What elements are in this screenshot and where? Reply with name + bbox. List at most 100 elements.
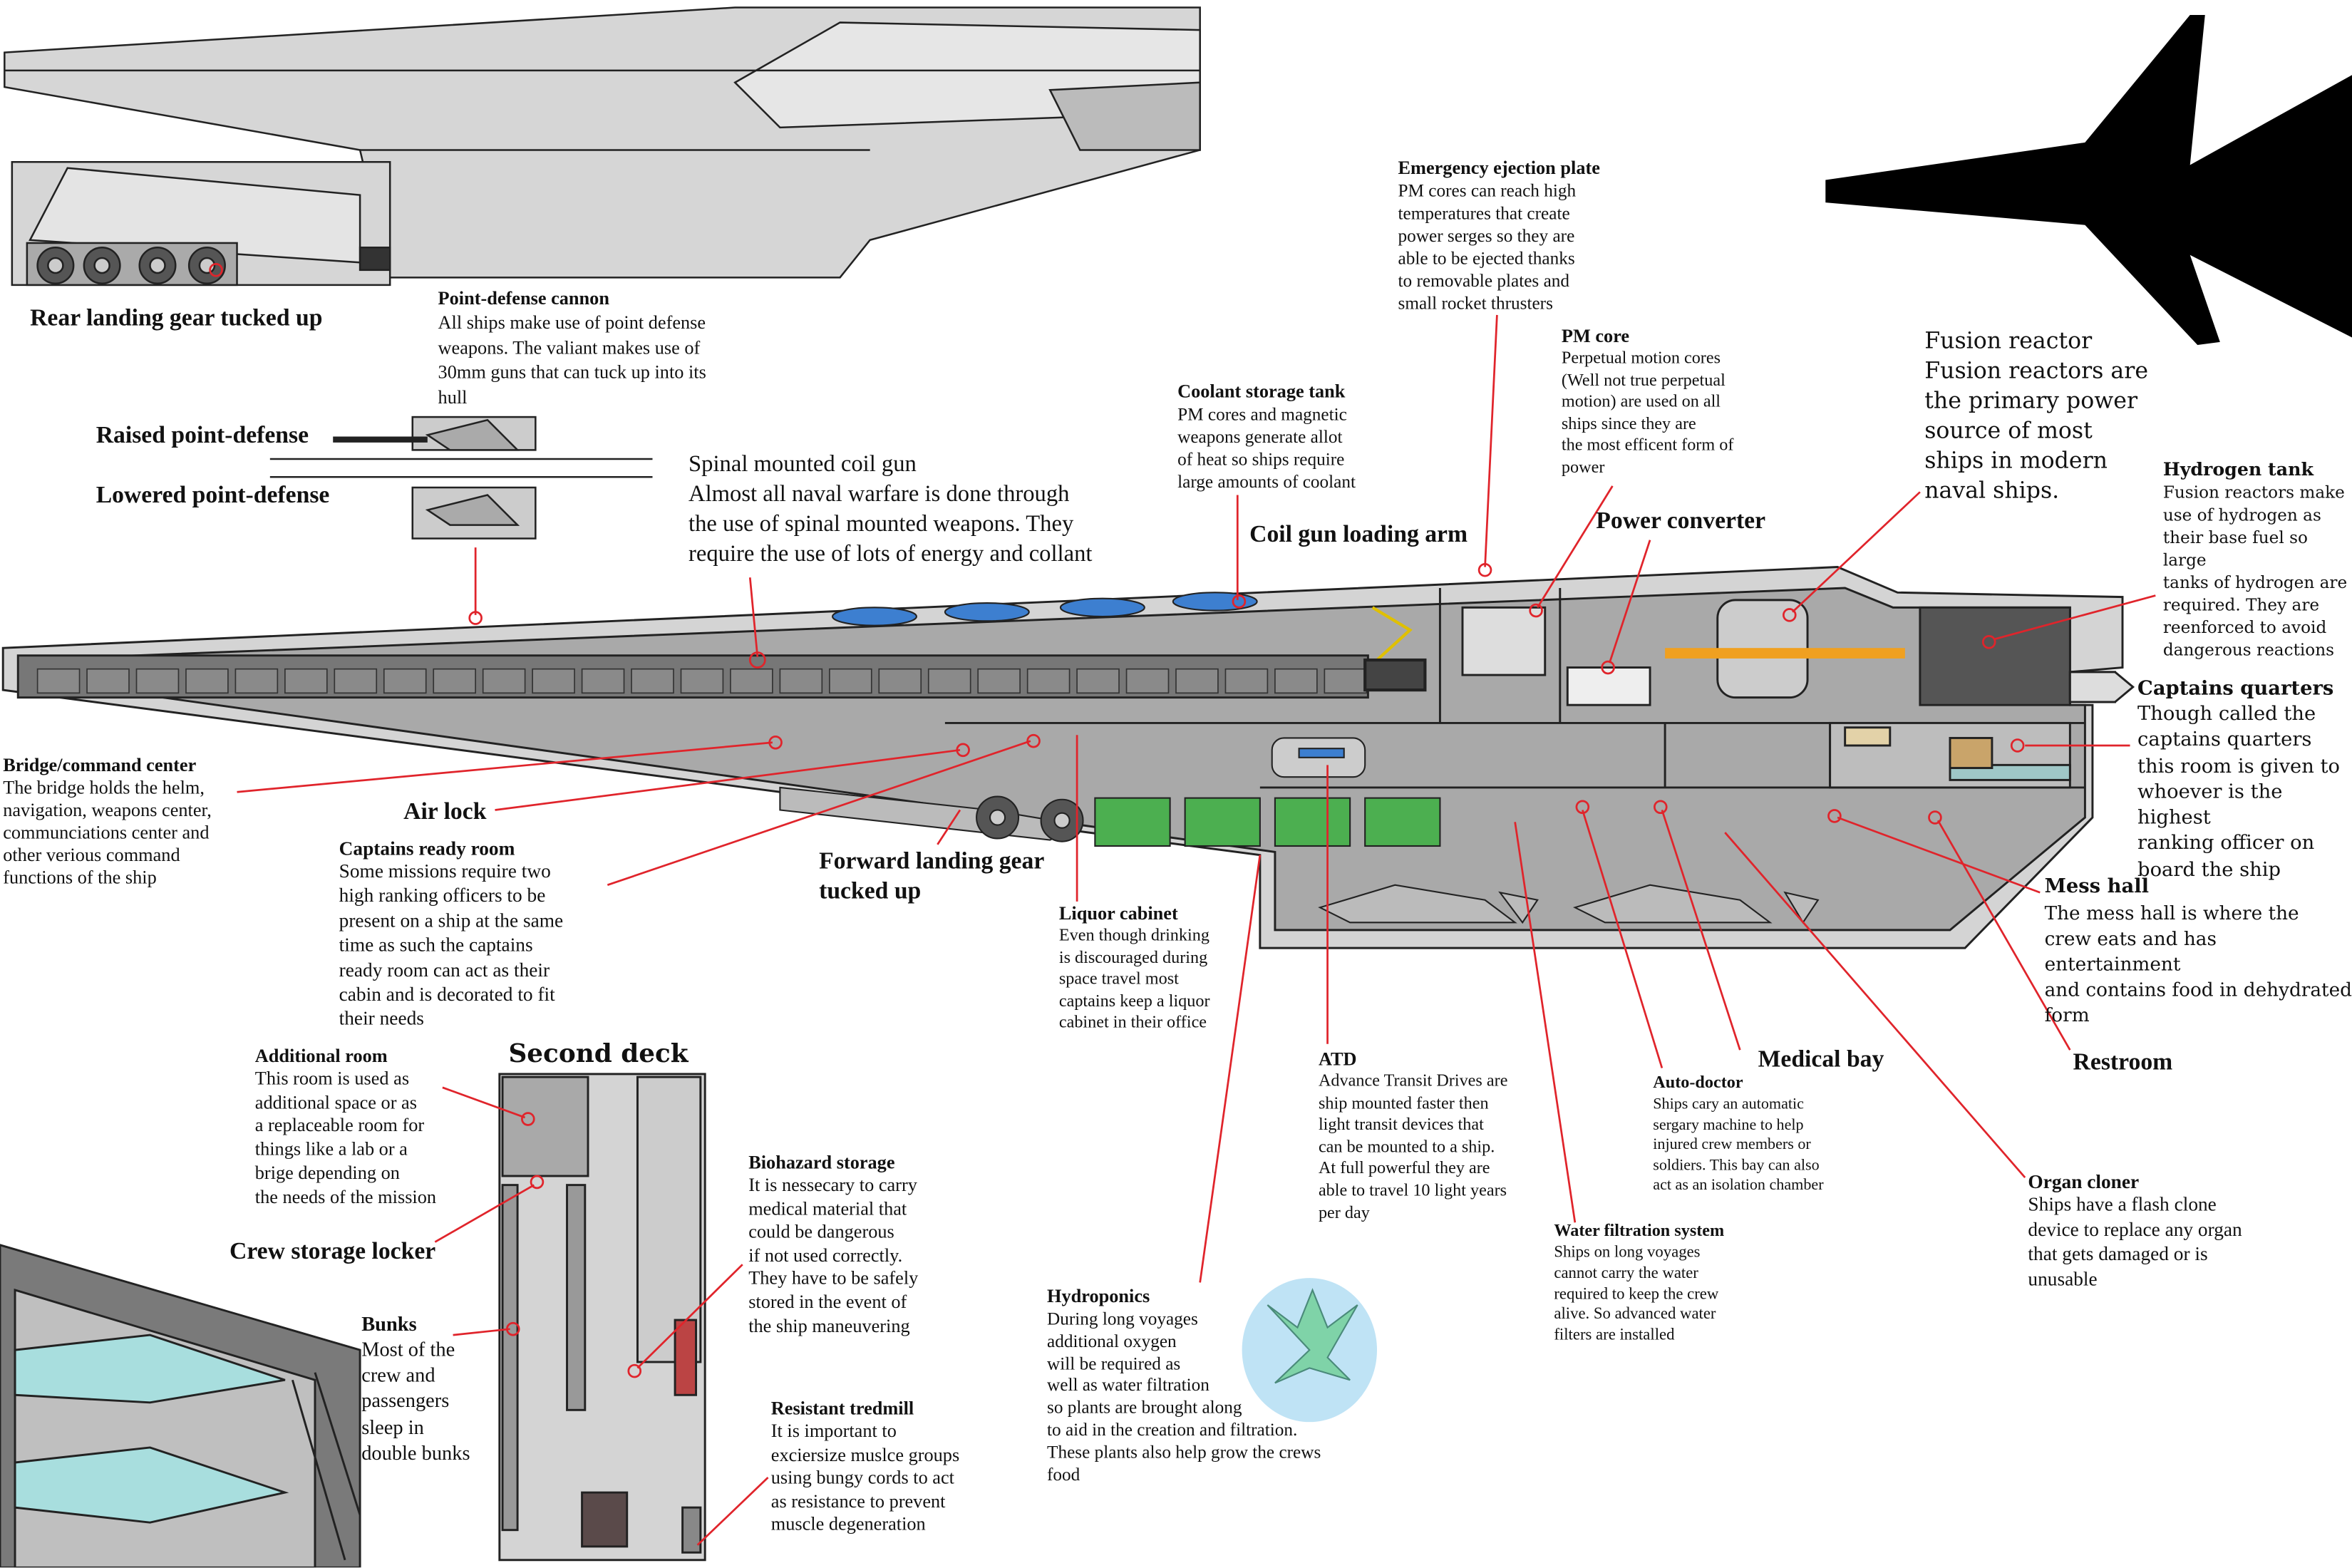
annotation-body: PM cores can reach high temperatures tha… [1398, 180, 1577, 314]
coil-gun-segment [383, 668, 427, 694]
annotation-body: The bridge holds the helm, navigation, w… [3, 777, 212, 888]
coil-gun-segment [631, 668, 674, 694]
restroom-label: Restroom [2073, 1050, 2173, 1076]
annotation-title: Liquor cabinet [1058, 902, 1178, 924]
coil-gun-segment [36, 668, 81, 694]
coil-gun-segment [730, 668, 773, 694]
annotation-title: PM core [1561, 325, 1630, 347]
annotation-title: Captains quarters [2137, 678, 2334, 701]
coil-gun-segment [185, 668, 229, 694]
annotation-title: Auto-doctor [1653, 1073, 1743, 1093]
coil-gun-segment [927, 668, 971, 694]
annotation-title: Additional room [254, 1045, 388, 1067]
ship-silhouette [1825, 15, 2352, 346]
annotation-title: Spinal mounted coil gun [688, 451, 917, 478]
annotation-body: Advance Transit Drives are ship mounted … [1318, 1072, 1508, 1222]
ship-hull [1, 566, 2135, 949]
annotation-title: Emergency ejection plate [1398, 157, 1600, 179]
coil-gun-segment [1224, 668, 1269, 694]
ship-top-view [4, 6, 1201, 279]
coil-gun-segment [779, 668, 823, 694]
coil-gun-segment [1125, 668, 1170, 694]
forward-landing-gear-label: Forward landing gear tucked up [819, 849, 1045, 905]
annotation-liquor-cabinet: Liquor cabinet Even though drinking is d… [1059, 903, 1210, 1035]
annotation-body: It is nessecary to carry medical materia… [748, 1174, 919, 1336]
coil-gun-segment [86, 668, 130, 694]
power-converter-label: Power converter [1596, 508, 1766, 535]
coil-gun-segment [977, 668, 1021, 694]
coil-gun-segment [1076, 668, 1120, 694]
air-lock-label: Air lock [403, 799, 487, 825]
second-deck-title: Second deck [508, 1039, 688, 1070]
coil-gun-loading-arm-label: Coil gun loading arm [1249, 522, 1468, 548]
annotation-bunks: Bunks Most of the crew and passengers sl… [361, 1313, 470, 1466]
annotation-bridge: Bridge/command center The bridge holds t… [3, 755, 212, 889]
coil-gun-segment [581, 668, 625, 694]
annotation-auto-doctor: Auto-doctor Ships cary an automatic serg… [1653, 1073, 1823, 1197]
annotation-title: Mess hall [2044, 876, 2150, 899]
annotation-organ-cloner: Organ cloner Ships have a flash clone de… [2028, 1170, 2242, 1291]
annotation-spinal-coil-gun: Spinal mounted coil gun Almost all naval… [688, 450, 1092, 569]
annotation-body: Fusion reactors make use of hydrogen as … [2162, 483, 2348, 661]
annotation-body: Some missions require two high ranking o… [339, 859, 564, 1030]
hangar-fighters [1318, 884, 1820, 924]
raised-point-defense-label: Raised point-defense [96, 423, 309, 449]
annotation-atd: ATD Advance Transit Drives are ship moun… [1319, 1048, 1508, 1224]
annotation-captains-ready-room: Captains ready room Some missions requir… [339, 837, 564, 1031]
coil-gun-segment [1274, 668, 1318, 694]
annotation-hydrogen-tank: Hydrogen tank Fusion reactors make use o… [2163, 459, 2352, 661]
bunks-illustration [0, 1244, 361, 1568]
annotation-mess-hall: Mess hall The mess hall is where the cre… [2045, 876, 2352, 1028]
coil-gun-segment [1026, 668, 1071, 694]
coil-gun-segment [433, 668, 477, 694]
hydroponics-racks [1094, 797, 1441, 847]
annotation-fusion-reactor: Fusion reactor Fusion reactors are the p… [1924, 326, 2148, 506]
annotation-body: It is important to exciersize muslce gro… [770, 1420, 960, 1535]
annotation-body: Even though drinking is discouraged duri… [1058, 927, 1210, 1033]
annotation-body: Fusion reactors are the primary power so… [1924, 356, 2149, 505]
annotation-emergency-ejection-plate: Emergency ejection plate PM cores can re… [1398, 158, 1599, 315]
atd-unit [1271, 737, 1366, 778]
annotation-title: Fusion reactor [1924, 326, 2093, 354]
annotation-body: Most of the crew and passengers sleep in… [361, 1338, 470, 1464]
coil-gun-rail: /* segments drawn below */ [36, 668, 1368, 694]
annotation-body: All ships make use of point defense weap… [438, 311, 706, 408]
annotation-body: Ships have a flash clone device to repla… [2028, 1192, 2242, 1289]
coil-gun-segment [680, 668, 724, 694]
annotation-body: Though called the captains quarters this… [2137, 703, 2341, 882]
medical-bay-label: Medical bay [1758, 1047, 1884, 1073]
lowered-point-defense-label: Lowered point-defense [96, 483, 330, 509]
leader-lines [209, 263, 2156, 1546]
coil-gun-segment [234, 668, 279, 694]
annotation-resistant-treadmill: Resistant tredmill It is important to ex… [771, 1398, 959, 1537]
annotation-title: Organ cloner [2028, 1170, 2140, 1193]
annotation-captains-quarters: Captains quarters Though called the capt… [2137, 678, 2352, 883]
annotation-title: Hydrogen tank [2162, 459, 2314, 480]
annotation-title: Point-defense cannon [438, 288, 609, 309]
annotation-coolant-storage-tank: Coolant storage tank PM cores and magnet… [1177, 381, 1356, 494]
annotation-body: This room is used as additional space or… [254, 1068, 437, 1207]
annotation-body: Ships cary an automatic sergary machine … [1653, 1096, 1824, 1195]
point-defense-cannons [269, 416, 653, 540]
annotation-pm-core: PM core Perpetual motion cores (Well not… [1562, 326, 1734, 480]
coil-gun-segment [284, 668, 328, 694]
rear-landing-gear-label: Rear landing gear tucked up [30, 306, 323, 332]
coil-gun-segment [334, 668, 378, 694]
annotation-body: PM cores and magnetic weapons generate a… [1177, 403, 1356, 492]
annotation-biohazard-storage: Biohazard storage It is nessecary to car… [748, 1152, 918, 1338]
coil-gun-segment [829, 668, 872, 694]
coil-gun-segment [532, 668, 575, 694]
coil-gun-segment [878, 668, 922, 694]
annotation-body: During long voyages additional oxygen wi… [1047, 1308, 1321, 1485]
loading-arm [1363, 606, 1427, 692]
annotation-additional-room: Additional room This room is used as add… [255, 1046, 436, 1209]
rear-landing-gear-detail [11, 161, 391, 287]
coil-gun-segment [1324, 668, 1368, 694]
annotation-body: Almost all naval warfare is done through… [688, 481, 1093, 567]
annotation-body: The mess hall is where the crew eats and… [2044, 901, 2352, 1026]
annotation-title: Biohazard storage [748, 1152, 895, 1173]
coil-gun-segment [135, 668, 180, 694]
crew-storage-locker-label: Crew storage locker [229, 1239, 436, 1265]
annotation-hydroponics: Hydroponics During long voyages addition… [1047, 1286, 1321, 1486]
